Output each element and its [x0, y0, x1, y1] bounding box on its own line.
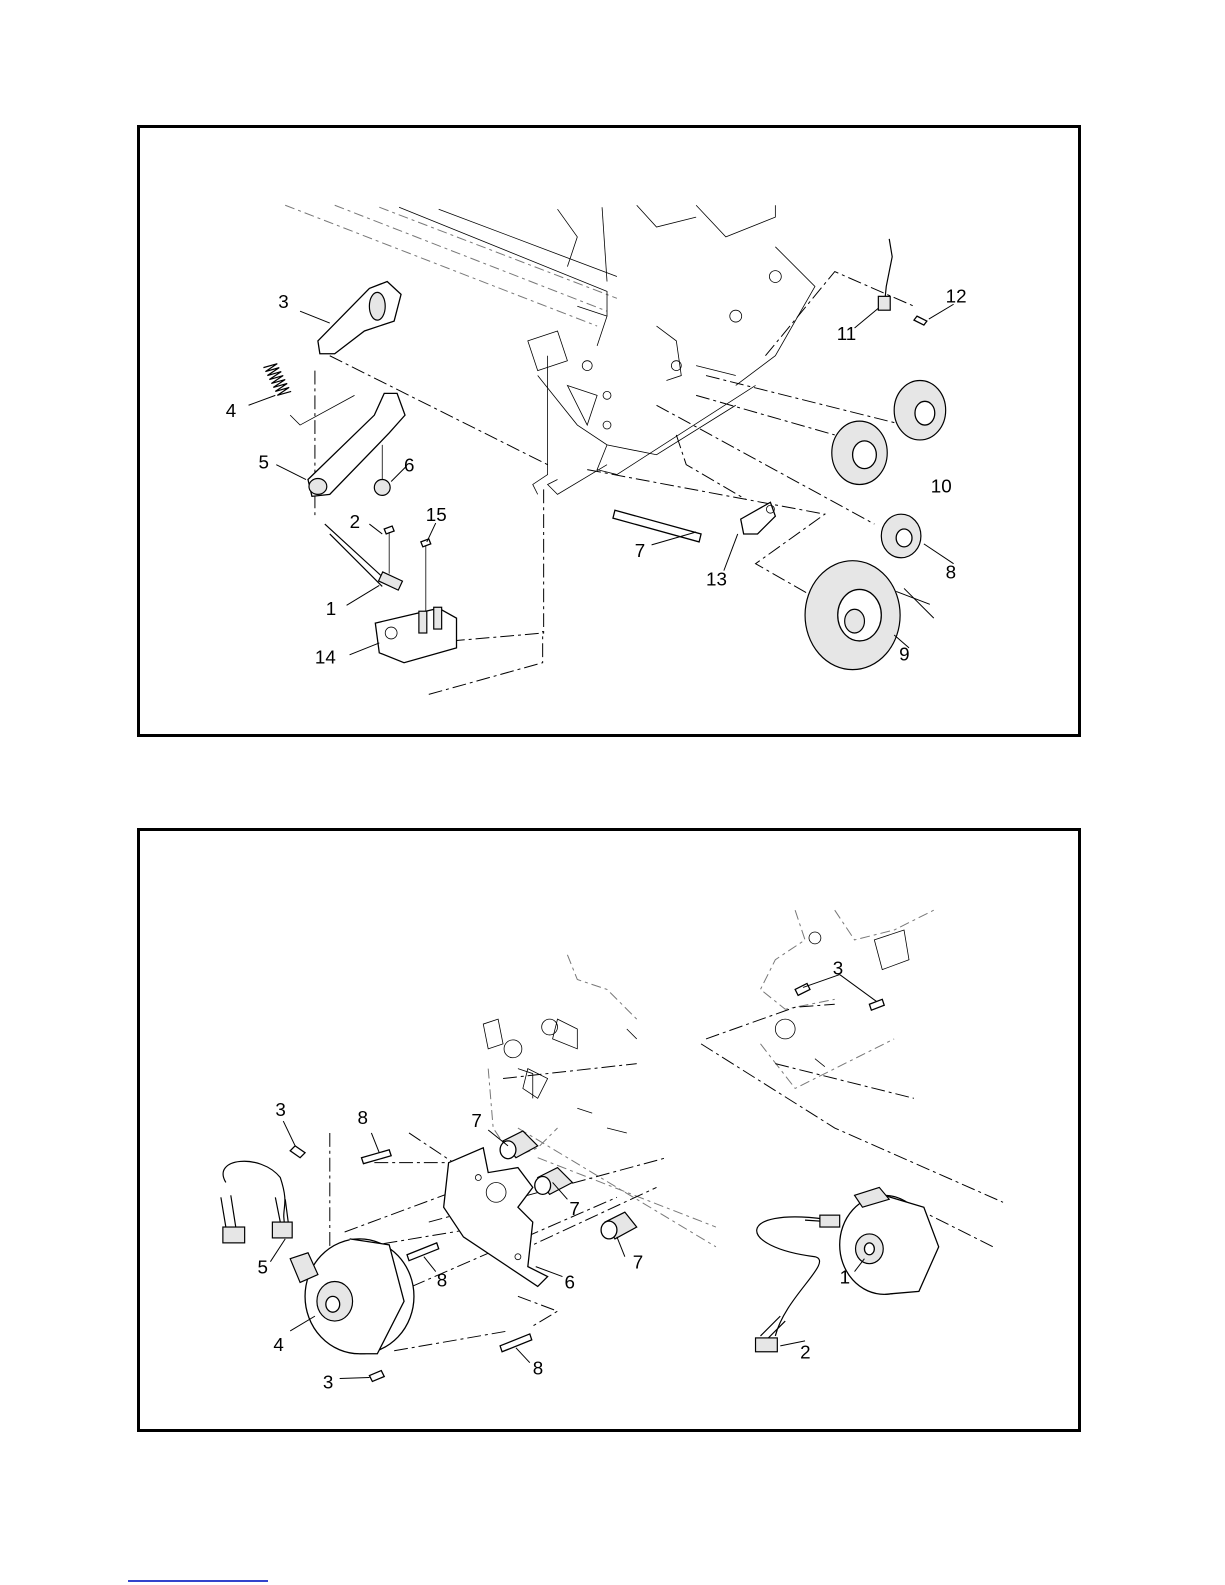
callout-7-c: 7	[633, 1252, 643, 1273]
part-10-gears	[832, 381, 946, 485]
part-13-bracket	[741, 502, 776, 534]
part-4-motor	[290, 1239, 414, 1354]
part-7-shaft	[613, 510, 701, 542]
callout-13: 13	[706, 568, 727, 589]
callout-1: 1	[326, 598, 336, 619]
right-chassis-frame	[760, 910, 933, 1088]
callout-2-right: 2	[800, 1342, 810, 1363]
part-12-screw	[914, 316, 927, 325]
part-8-gear	[881, 514, 921, 558]
callout-6: 6	[404, 455, 414, 476]
footer-rule	[128, 1580, 268, 1582]
callout-9: 9	[899, 644, 909, 665]
callout-3-left-top: 3	[275, 1099, 285, 1120]
callout-8: 8	[946, 562, 956, 583]
alignment-lines	[330, 1004, 1003, 1351]
part-4-spring	[263, 364, 291, 396]
part-3-screw-b	[369, 1371, 384, 1382]
part-3-screw-a	[290, 1146, 305, 1158]
callout-7: 7	[635, 540, 645, 561]
callout-4: 4	[273, 1334, 283, 1355]
part-3-screw-right-a	[795, 983, 810, 995]
bottom-diagram-drawing: 3 8 7 7 7 8 6 5 4 3 8 3 1 2	[140, 831, 1078, 1429]
part-6-bushing	[374, 480, 390, 496]
callout-8-top: 8	[358, 1107, 368, 1128]
callout-8-bottom: 8	[533, 1358, 543, 1379]
callout-7-a: 7	[471, 1110, 481, 1131]
callout-4: 4	[226, 400, 236, 421]
top-exploded-diagram: 3 4 5 6 2 15 1 14 7 13 10 8 9 11 12	[137, 125, 1081, 737]
part-14-sensor-block	[375, 608, 456, 662]
callout-7-b: 7	[569, 1198, 579, 1219]
part-5-connector	[221, 1161, 292, 1243]
part-8-screw-c	[500, 1334, 532, 1352]
callout-6: 6	[564, 1271, 574, 1292]
part-1-motor	[840, 1187, 939, 1294]
bottom-exploded-diagram: 3 8 7 7 7 8 6 5 4 3 8 3 1 2	[137, 828, 1081, 1432]
part-15-screw	[421, 539, 431, 547]
part-3-arm	[318, 281, 401, 353]
callout-12: 12	[946, 285, 967, 306]
callout-5: 5	[258, 1257, 268, 1278]
callout-14: 14	[315, 647, 336, 668]
callout-1-right: 1	[840, 1266, 850, 1287]
callout-3-left-bottom: 3	[323, 1371, 333, 1392]
top-diagram-drawing: 3 4 5 6 2 15 1 14 7 13 10 8 9 11 12	[140, 128, 1078, 734]
callout-2: 2	[350, 511, 360, 532]
part-1-cable	[325, 524, 384, 586]
part-8-screw-a	[361, 1150, 391, 1164]
callout-10: 10	[931, 475, 952, 496]
parts	[263, 239, 945, 670]
part-2-connector	[756, 1215, 840, 1352]
callout-5: 5	[258, 452, 268, 473]
part-3-screw-right-b	[869, 999, 884, 1010]
part-8-screw-b	[407, 1243, 439, 1261]
parts	[221, 983, 939, 1381]
callout-15: 15	[426, 504, 447, 525]
part-9-disk	[805, 561, 900, 670]
callout-3-right: 3	[833, 958, 843, 979]
callout-8-mid: 8	[437, 1269, 447, 1290]
callout-11: 11	[837, 323, 857, 344]
callout-3: 3	[278, 291, 288, 312]
